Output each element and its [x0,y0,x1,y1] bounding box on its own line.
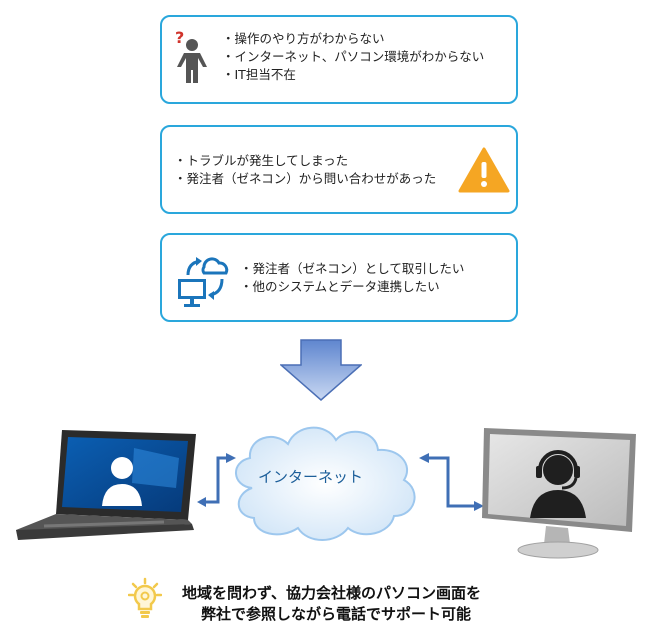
bidirectional-arrow-icon [197,453,236,507]
card-line: ・IT担当不在 [222,67,296,82]
card-line: ・操作のやり方がわからない [222,31,385,46]
bidirectional-arrow-icon [419,453,484,511]
problem-card-operation: ? ・操作のやり方がわからない ・インターネット、パソコン環境がわからない ・I… [160,15,518,104]
card-line: ・トラブルが発生してしまった [174,153,349,168]
problem-card-transaction: ・発注者（ゼネコン）として取引したい ・他のシステムとデータ連携したい [160,233,518,322]
internet-label: インターネット [258,468,364,486]
footer-line-2: 弊社で参照しながら電話でサポート可能 [201,605,472,623]
lightbulb-icon [128,577,162,618]
internet-cloud-icon [235,426,416,541]
laptop-with-user-icon [16,430,196,540]
warning-icon [458,147,510,193]
footer-line-1: 地域を問わず、協力会社様のパソコン画面を [182,584,481,602]
cloud-sync-monitor-icon [178,257,229,307]
down-arrow-icon [280,339,362,401]
problem-card-trouble: ・トラブルが発生してしまった ・発注者（ゼネコン）から問い合わせがあった [160,125,518,214]
svg-text:?: ? [175,28,184,47]
card-line: ・インターネット、パソコン環境がわからない [222,49,485,64]
monitor-support-agent-icon [482,428,636,559]
confused-person-icon: ? [175,28,207,83]
card-line: ・発注者（ゼネコン）として取引したい [240,261,465,276]
card-line: ・発注者（ゼネコン）から問い合わせがあった [174,171,437,186]
card-line: ・他のシステムとデータ連携したい [240,279,440,294]
